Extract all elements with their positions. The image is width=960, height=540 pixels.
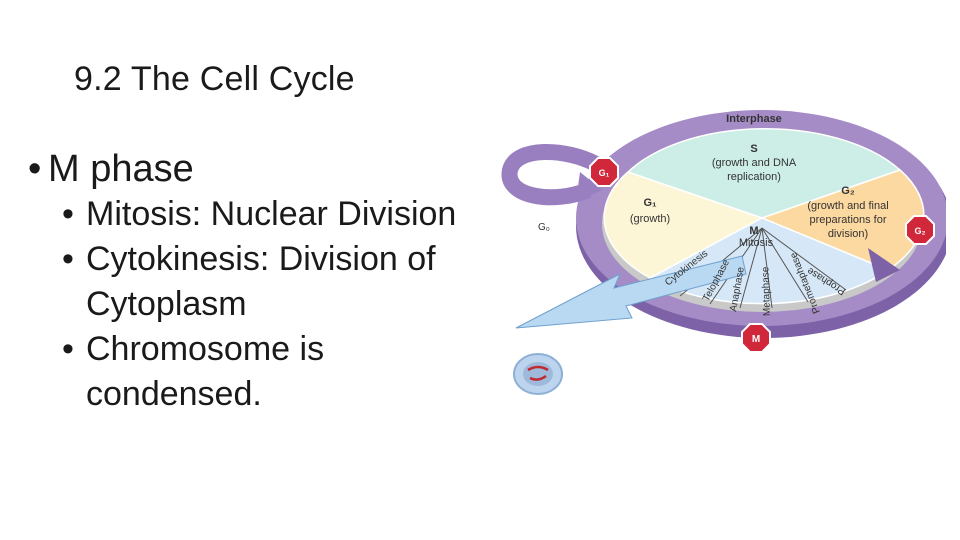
checkpoint-m-label: M xyxy=(752,334,760,345)
sub-bullet-text: Chromosome is condensed. xyxy=(86,330,325,413)
stage-metaphase: Metaphase xyxy=(760,266,773,316)
bullet-text: M phase xyxy=(48,148,194,190)
g0-arrow-head xyxy=(576,172,602,202)
bullet-m-phase: • M phase xyxy=(28,146,468,192)
g2-desc-line1: (growth and final xyxy=(807,200,888,212)
bullet-dot: • xyxy=(62,195,74,233)
s-desc-line1: (growth and DNA xyxy=(712,157,797,169)
g2-desc-line2: preparations for xyxy=(809,214,886,226)
g0-label: G₀ xyxy=(538,222,550,233)
g1-desc: (growth) xyxy=(630,213,670,225)
g0-loop-arrow xyxy=(501,143,600,206)
g2-arrow-head xyxy=(868,248,900,282)
checkpoint-g2-label: G₂ xyxy=(915,226,926,236)
sub-bullet-cytokinesis: • Cytokinesis: Division of Cytoplasm xyxy=(62,237,468,327)
cell-cycle-diagram: Interphase S (growth and DNA replication… xyxy=(501,110,946,395)
bullet-dot: • xyxy=(62,240,74,278)
sub-bullet-text: Cytokinesis: Division of Cytoplasm xyxy=(86,240,436,323)
s-phase-sector xyxy=(626,128,902,219)
g2-label: G₂ xyxy=(841,185,855,197)
sub-bullet-text: Mitosis: Nuclear Division xyxy=(86,195,457,233)
slide-title: 9.2 The Cell Cycle xyxy=(74,60,355,98)
cytokinesis-arrow xyxy=(515,255,747,329)
checkpoint-g1-label: G₁ xyxy=(599,168,610,178)
mitosis-label: Mitosis xyxy=(739,237,774,249)
checkpoint-g1: G₁ xyxy=(589,157,619,187)
bullet-dot: • xyxy=(62,330,74,368)
checkpoint-m: M xyxy=(741,323,771,353)
bullet-dot: • xyxy=(28,148,42,190)
s-label: S xyxy=(750,143,757,155)
g1-phase-sector xyxy=(603,171,764,279)
interphase-label: Interphase xyxy=(726,113,782,125)
sub-bullet-mitosis: • Mitosis: Nuclear Division xyxy=(62,192,468,237)
checkpoint-g2: G₂ xyxy=(905,215,935,245)
sub-bullet-list: • Mitosis: Nuclear Division • Cytokinesi… xyxy=(62,192,468,417)
bullet-list: • M phase • Mitosis: Nuclear Division • … xyxy=(28,146,468,417)
sub-bullet-chromosome: • Chromosome is condensed. xyxy=(62,327,468,417)
s-desc-line2: replication) xyxy=(727,171,781,183)
g1-label: G₁ xyxy=(643,197,657,209)
m-label: M xyxy=(749,225,758,237)
g2-desc-line3: division) xyxy=(828,228,868,240)
dividing-cell-image xyxy=(513,353,563,395)
